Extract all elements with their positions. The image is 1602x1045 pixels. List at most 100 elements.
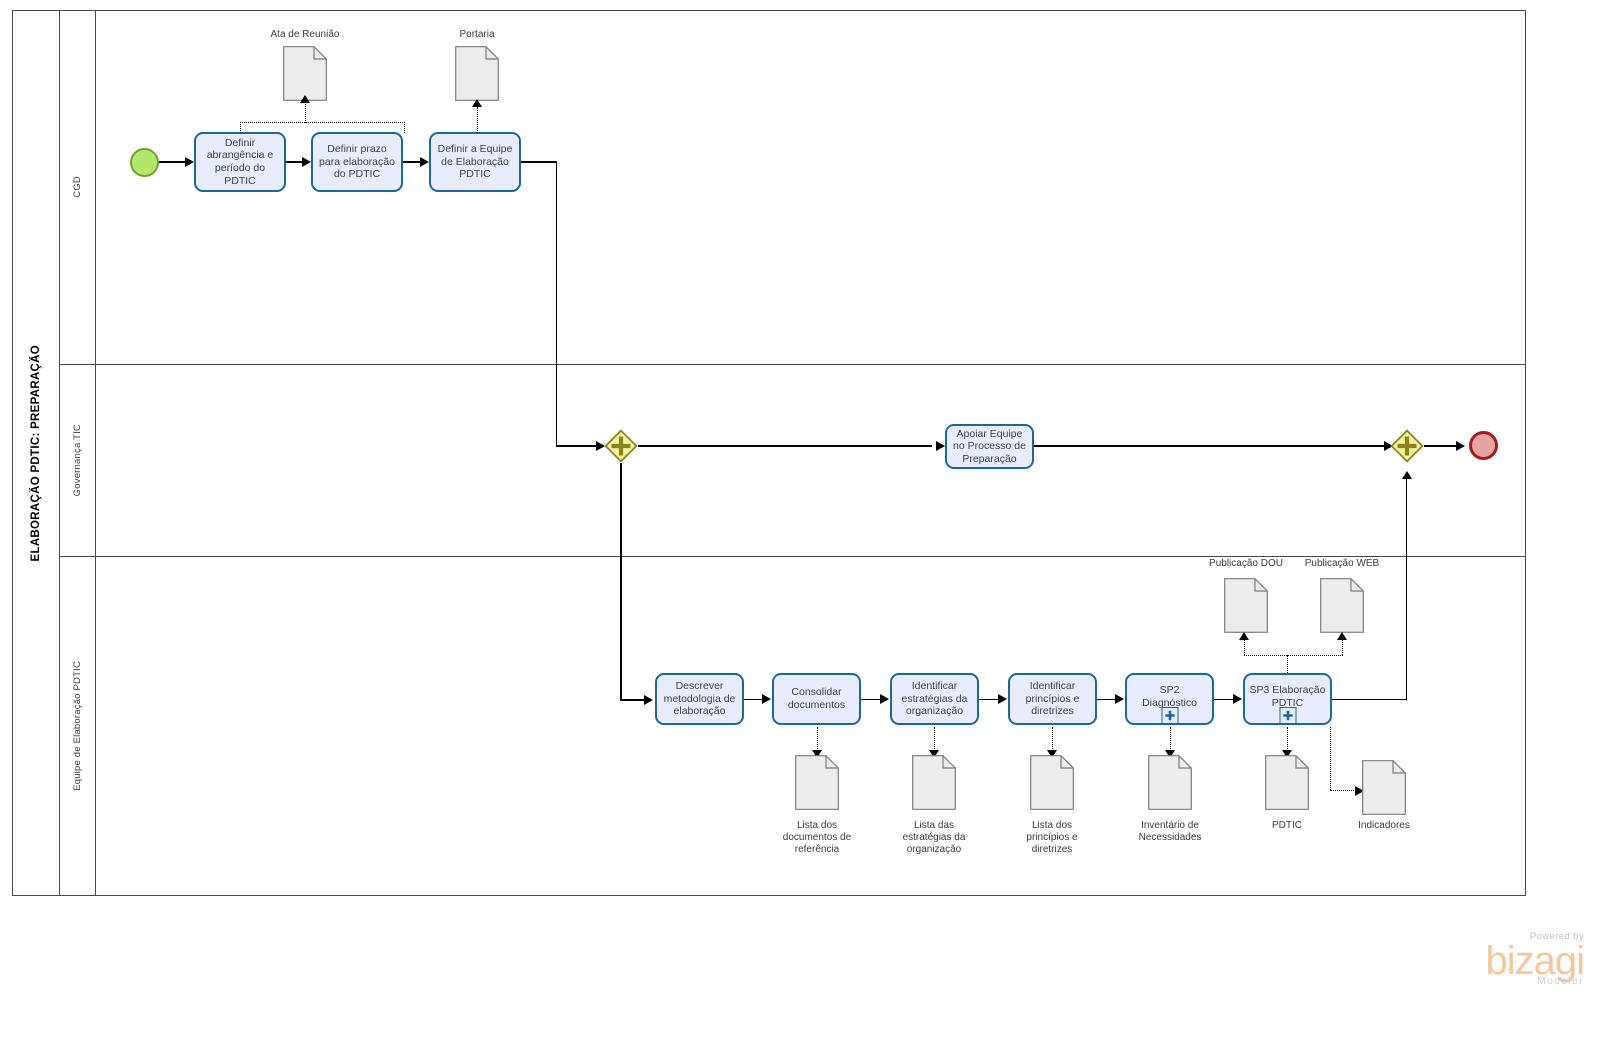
document-lista-documentos-referencia[interactable] <box>795 755 839 810</box>
arrowhead <box>1384 441 1393 451</box>
assoc-ata-bridge <box>240 122 405 123</box>
arrowhead <box>472 99 482 107</box>
arrowhead <box>1233 694 1242 704</box>
arrowhead <box>1337 632 1347 640</box>
assoc-sp3-pub-bridge <box>1244 655 1343 656</box>
assoc-sp3-indicadores-v <box>1330 727 1331 790</box>
arrowhead <box>644 695 653 705</box>
assoc-sp3-indicadores-h <box>1330 790 1358 791</box>
task-consolidar-documentos[interactable]: Consolidar documentos <box>772 673 861 725</box>
lane-label-governanca: Governança TIC <box>72 423 83 497</box>
task-sp3-label: SP3 Elaboração PDTIC <box>1249 684 1326 709</box>
task-definir-abrangencia[interactable]: Definir abrangência e período do PDTIC <box>194 132 286 192</box>
arrowhead <box>420 157 429 167</box>
document-label-indicadores: Indicadores <box>1358 820 1410 831</box>
task-identificar-principios[interactable]: Identificar princípios e diretrizes <box>1008 673 1097 725</box>
arrowhead <box>929 750 939 758</box>
flow-sp3-up <box>1406 478 1408 699</box>
assoc-to-portaria <box>476 107 478 133</box>
bizagi-watermark: Powered by bizagi Modeler <box>1485 931 1585 987</box>
task-definir-prazo[interactable]: Definir prazo para elaboração do PDTIC <box>311 132 403 192</box>
document-label-publicacao-web: Publicação WEB <box>1304 558 1380 569</box>
assoc-t1-stub <box>240 122 241 133</box>
arrowhead <box>185 157 194 167</box>
document-publicacao-web[interactable] <box>1320 578 1364 633</box>
lane-header-governanca: Governança TIC <box>60 364 96 556</box>
arrowhead <box>812 750 822 758</box>
document-indicadores[interactable] <box>1362 760 1406 815</box>
flow-start-to-t1 <box>159 161 185 163</box>
arrowhead <box>762 694 771 704</box>
document-label-pdtic: PDTIC <box>1272 820 1302 831</box>
flow-t7-t8 <box>979 698 999 700</box>
task-apoiar-equipe[interactable]: Apoiar Equipe no Processo de Preparação <box>945 424 1034 469</box>
arrowhead <box>300 95 310 103</box>
watermark-product: Modeler <box>1537 976 1584 987</box>
assoc-pub-dou-stub <box>1244 640 1245 655</box>
flow-t2-to-t3 <box>403 161 420 163</box>
arrowhead <box>1047 750 1057 758</box>
document-lista-estrategias[interactable] <box>912 755 956 810</box>
document-label-inventario-necessidades: Inventário de Necessidades <box>1138 820 1202 844</box>
document-pdtic[interactable] <box>1265 755 1309 810</box>
flow-t8-sp2 <box>1097 698 1116 700</box>
document-ata-de-reuniao[interactable] <box>283 46 327 101</box>
lane-label-cgd: CGD <box>72 176 83 198</box>
subprocess-marker-icon <box>1161 707 1178 724</box>
gateway-parallel-join[interactable] <box>1390 429 1424 463</box>
pool-title: ELABORAÇÃO PDTIC: PREPARAÇÃO <box>29 344 42 562</box>
arrowhead <box>1239 632 1249 640</box>
subprocess-marker-icon <box>1279 707 1296 724</box>
flow-gw-to-end <box>1424 445 1460 447</box>
document-lista-principios[interactable] <box>1030 755 1074 810</box>
arrowhead <box>302 157 311 167</box>
document-publicacao-dou[interactable] <box>1224 578 1268 633</box>
assoc-t7-doc <box>934 727 935 751</box>
assoc-sp2-doc <box>1170 727 1171 751</box>
lane-header-cgd: CGD <box>60 10 96 364</box>
arrowhead <box>1355 786 1364 796</box>
task-descrever-metodologia[interactable]: Descrever metodologia de elaboração <box>655 673 744 725</box>
assoc-sp3-doc-pdtic <box>1287 727 1288 751</box>
document-label-portaria: Portaria <box>459 29 495 40</box>
task-sp3-elaboracao-pdtic[interactable]: SP3 Elaboração PDTIC <box>1243 673 1332 725</box>
document-label-publicacao-dou: Publicação DOU <box>1209 558 1283 569</box>
lane-divider-2 <box>60 556 1526 557</box>
document-inventario-necessidades[interactable] <box>1148 755 1192 810</box>
document-label-lista-estrategias: Lista das estratégias da organização <box>902 820 966 856</box>
end-event[interactable] <box>1469 431 1498 460</box>
watermark-brand: bizagi <box>1485 939 1585 983</box>
task-sp2-diagnostico[interactable]: SP2 Diagnóstico <box>1125 673 1214 725</box>
assoc-t6-doc <box>817 727 818 751</box>
arrowhead <box>1456 441 1465 451</box>
lane-label-equipe: Equipe de Elaboração PDTIC <box>72 661 83 791</box>
arrowhead <box>1115 694 1124 704</box>
flow-to-gw-split <box>556 445 598 447</box>
assoc-t2-stub <box>404 122 405 133</box>
start-event[interactable] <box>130 148 159 177</box>
flow-t4-to-gw-join <box>1034 445 1384 447</box>
document-label-lista-principios: Lista dos princípios e diretrizes <box>1026 820 1078 856</box>
arrowhead <box>596 441 605 451</box>
document-label-lista-documentos-referencia: Lista dos documentos de referência <box>782 820 852 856</box>
gateway-parallel-split[interactable] <box>604 429 638 463</box>
arrowhead <box>1402 471 1412 479</box>
document-portaria[interactable] <box>455 46 499 101</box>
flow-t1-to-t2 <box>286 161 302 163</box>
task-definir-equipe[interactable]: Definir a Equipe de Elaboração PDTIC <box>429 132 521 192</box>
watermark-powered-by: Powered by <box>1529 931 1584 942</box>
flow-gw-to-t4 <box>638 445 932 447</box>
task-sp2-label: SP2 Diagnóstico <box>1142 684 1197 709</box>
document-label-ata-de-reuniao: Ata de Reunião <box>270 29 340 40</box>
flow-sp3-right <box>1332 698 1407 700</box>
task-identificar-estrategias[interactable]: Identificar estratégias da organização <box>890 673 979 725</box>
flow-t5-t6 <box>744 698 763 700</box>
lane-divider-1 <box>60 364 1526 365</box>
flow-t3-down <box>556 161 558 446</box>
arrowhead <box>998 694 1007 704</box>
flow-gw-split-down <box>620 463 622 700</box>
flow-sp2-sp3 <box>1214 698 1234 700</box>
flow-into-t5 <box>620 699 646 701</box>
flow-t3-right <box>521 161 557 163</box>
